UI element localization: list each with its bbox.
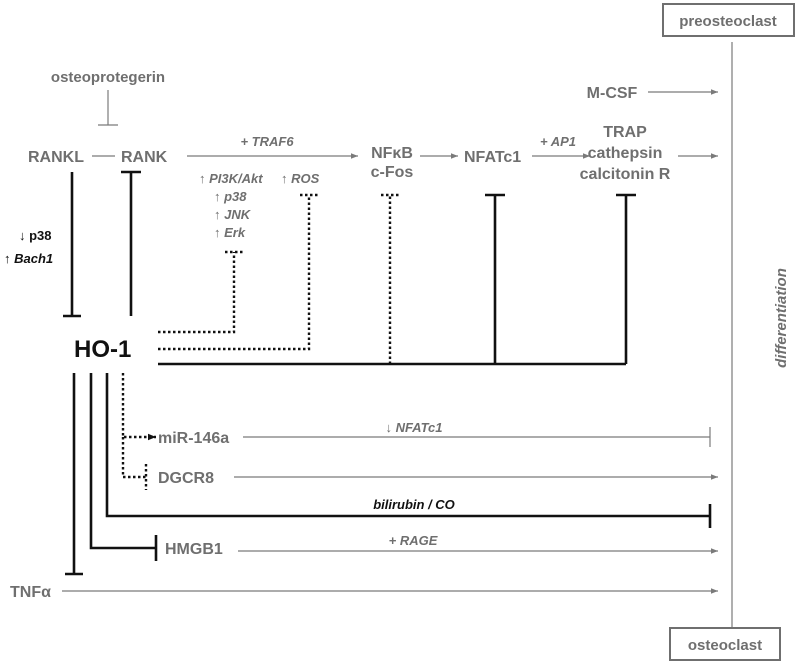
- differentiation-label: differentiation: [773, 268, 790, 368]
- pi3k-akt-label: ↑ PI3K/Akt: [199, 171, 263, 186]
- bilirubin-co-label: bilirubin / CO: [373, 497, 455, 512]
- erk-label: ↑ Erk: [214, 225, 246, 240]
- p38-up-label: ↑ p38: [214, 189, 247, 204]
- cathepsin-label: cathepsin: [588, 145, 663, 162]
- rankl-label: RANKL: [28, 149, 84, 166]
- osteoclast-box: osteoclast: [669, 627, 781, 661]
- preosteoclast-label: preosteoclast: [679, 13, 777, 30]
- hmgb1-label: HMGB1: [165, 541, 223, 558]
- tnfa-label: TNFα: [10, 584, 51, 601]
- rank-label: RANK: [121, 149, 168, 166]
- osteoprotegerin-label: osteoprotegerin: [51, 69, 165, 86]
- ap1-label: + AP1: [540, 134, 576, 149]
- ho1-to-mir146a-arrow: [121, 373, 156, 441]
- nfatc1-label: NFATc1: [464, 149, 521, 166]
- mcsf-label: M-CSF: [587, 85, 638, 102]
- ho1-bilirubin-co-path: [105, 373, 710, 518]
- nfatc1-down-label: ↓ NFATc1: [385, 420, 442, 435]
- ho1-inhibits-ros-path: [158, 195, 311, 351]
- rage-label: + RAGE: [389, 533, 438, 548]
- dgcr8-label: DGCR8: [158, 470, 214, 487]
- ho1-label: HO-1: [74, 336, 131, 363]
- nfkb-label: NFκB: [371, 145, 413, 162]
- ho1-inhibits-pi3k-path: [158, 252, 236, 334]
- osteoclast-label: osteoclast: [688, 637, 762, 654]
- bach1-label: ↑ Bach1: [4, 251, 53, 266]
- calcitonin-r-label: calcitonin R: [580, 166, 671, 183]
- trap-label: TRAP: [603, 124, 647, 141]
- ho1-inhibits-hmgb1-path: [89, 373, 156, 550]
- jnk-label: ↑ JNK: [214, 207, 252, 222]
- mir146a-label: miR-146a: [158, 430, 229, 447]
- traf6-label: + TRAF6: [240, 134, 294, 149]
- p38-down-label: ↓ p38: [19, 228, 52, 243]
- ho1-inhibits-dgcr8-path: [121, 437, 146, 479]
- ros-label: ↑ ROS: [281, 171, 320, 186]
- cfos-label: c-Fos: [371, 164, 414, 181]
- preosteoclast-box: preosteoclast: [662, 3, 795, 37]
